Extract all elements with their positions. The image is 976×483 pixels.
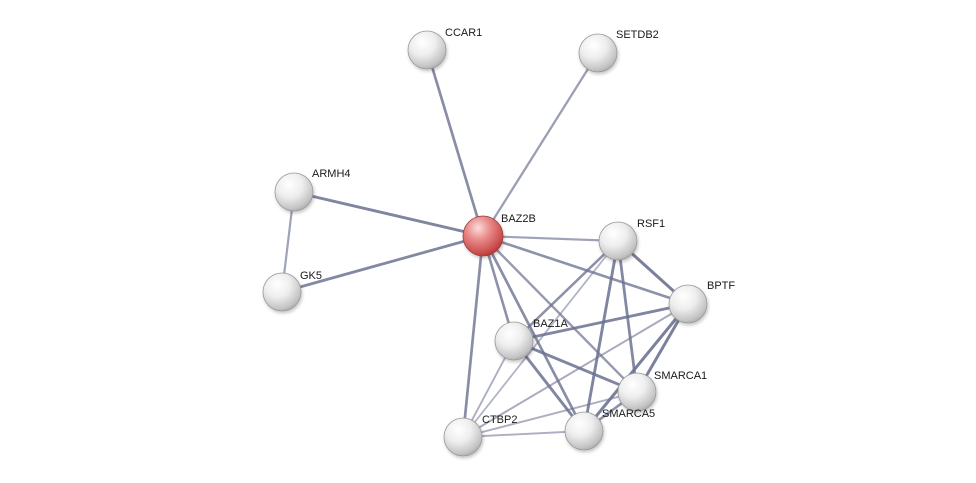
edge-baz2b-ctbp2 xyxy=(461,234,485,439)
node-armh4[interactable]: ARMH4 xyxy=(274,168,351,212)
node-label: SMARCA5 xyxy=(602,408,655,420)
node-label: SETDB2 xyxy=(616,29,659,41)
edge-baz1a-smarca1 xyxy=(512,339,639,394)
node-smarca1[interactable]: SMARCA1 xyxy=(617,370,707,412)
node-circle[interactable] xyxy=(494,321,534,361)
node-baz1a[interactable]: BAZ1A xyxy=(494,318,569,361)
edge-bptf-ctbp2 xyxy=(462,303,689,438)
node-circle[interactable] xyxy=(564,411,604,451)
node-gk5[interactable]: GK5 xyxy=(262,270,322,312)
node-circle[interactable] xyxy=(443,417,483,457)
edge-baz2b-setdb2 xyxy=(481,51,600,238)
edge-baz2b-gk5 xyxy=(280,234,485,294)
edge-rsf1-baz1a xyxy=(512,239,620,343)
node-bptf[interactable]: BPTF xyxy=(668,280,735,324)
node-label: BPTF xyxy=(707,280,735,292)
node-label: ARMH4 xyxy=(312,168,351,180)
node-label: SMARCA1 xyxy=(654,370,707,382)
node-baz2b[interactable]: BAZ2B xyxy=(462,213,536,257)
node-circle[interactable] xyxy=(617,372,657,412)
node-circle[interactable] xyxy=(274,172,314,212)
node-label: CCAR1 xyxy=(445,27,482,39)
node-circle[interactable] xyxy=(462,215,504,257)
edge-smarca1-ctbp2 xyxy=(462,391,638,438)
node-smarca5[interactable]: SMARCA5 xyxy=(564,408,655,451)
edge-baz2b-rsf1 xyxy=(481,234,620,243)
node-ctbp2[interactable]: CTBP2 xyxy=(443,414,517,457)
node-circle[interactable] xyxy=(668,284,708,324)
edge-baz2b-smarca5 xyxy=(481,234,586,433)
node-label: BAZ2B xyxy=(501,213,536,225)
node-label: GK5 xyxy=(300,270,322,282)
node-circle[interactable] xyxy=(407,30,447,70)
node-circle[interactable] xyxy=(262,272,302,312)
edge-rsf1-smarca5 xyxy=(582,239,620,433)
edge-rsf1-ctbp2 xyxy=(462,240,619,438)
node-label: CTBP2 xyxy=(482,414,517,426)
node-circle[interactable] xyxy=(578,33,618,73)
node-circle[interactable] xyxy=(598,221,638,261)
node-label: BAZ1A xyxy=(533,318,569,330)
edge-bptf-smarca5 xyxy=(582,302,690,433)
edge-baz2b-armh4 xyxy=(292,190,485,238)
edge-baz2b-bptf xyxy=(481,234,690,306)
node-ccar1[interactable]: CCAR1 xyxy=(407,27,482,70)
node-label: RSF1 xyxy=(637,218,665,230)
node-setdb2[interactable]: SETDB2 xyxy=(578,29,659,73)
node-rsf1[interactable]: RSF1 xyxy=(598,218,665,261)
edge-baz2b-ccar1 xyxy=(425,48,485,238)
edge-smarca5-ctbp2 xyxy=(462,430,585,438)
